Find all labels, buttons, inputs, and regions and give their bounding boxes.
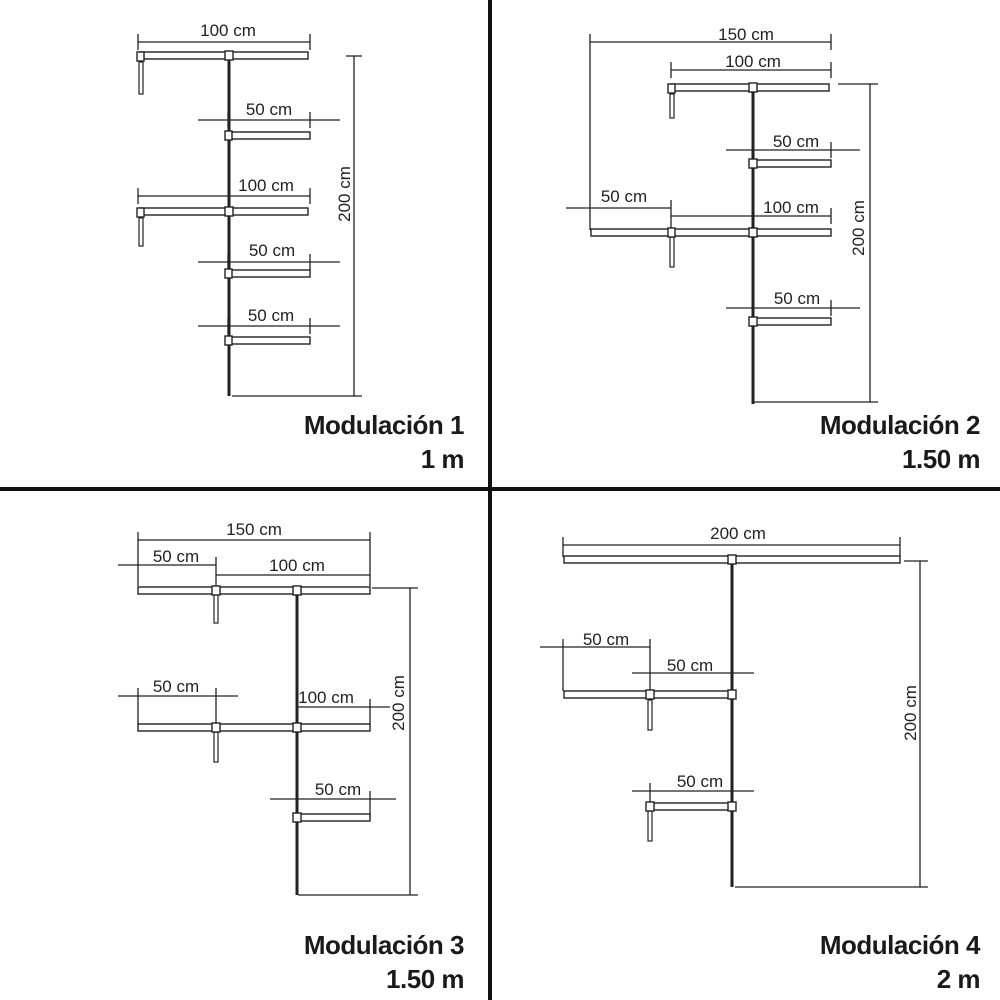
- label-shelf-4: 50 cm: [774, 289, 820, 308]
- shelf-2: [225, 131, 311, 140]
- label-mid-right: 100 cm: [298, 688, 354, 707]
- caption-title: Modulación 2: [819, 410, 981, 440]
- label-shelf-3-left: 50 cm: [601, 187, 647, 206]
- panel-modulacion-2: 150 cm 100 cm 50 cm 50 cm 100 cm 50 cm 2…: [492, 0, 1000, 487]
- dimension-lines: [540, 537, 928, 888]
- shelf-3: [139, 207, 309, 216]
- label-top-width: 100 cm: [725, 52, 781, 71]
- label-shelf-3: 100 cm: [238, 176, 294, 195]
- caption-width: 2 m: [936, 964, 981, 994]
- caption-title: Modulación 4: [819, 930, 981, 960]
- label-total-width: 150 cm: [718, 25, 774, 44]
- rails-and-shelves: [563, 554, 901, 887]
- caption-3: Modulación 3 1.50 m: [303, 928, 465, 996]
- panel-modulacion-3: 150 cm 50 cm 100 cm 50 cm 100 cm 50 cm 2…: [0, 491, 488, 1000]
- label-bottom: 50 cm: [315, 780, 361, 799]
- vertical-divider: [488, 0, 492, 1000]
- caption-1: Modulación 1 1 m: [303, 408, 465, 476]
- rails-and-shelves: [136, 50, 311, 396]
- label-height: 200 cm: [901, 685, 920, 741]
- label-shelf-4: 50 cm: [249, 241, 295, 260]
- label-top-left: 50 cm: [153, 547, 199, 566]
- shelf-top: [139, 51, 309, 60]
- label-right-shelf: 50 cm: [667, 656, 713, 675]
- caption-width: 1 m: [420, 444, 465, 474]
- shelf-diagram-2: 150 cm 100 cm 50 cm 50 cm 100 cm 50 cm 2…: [566, 25, 878, 404]
- label-shelf-2: 50 cm: [246, 100, 292, 119]
- horizontal-divider: [0, 487, 1000, 491]
- label-height: 200 cm: [849, 200, 868, 256]
- panel-modulacion-4: 200 cm 50 cm 50 cm 50 cm 200 cm Modulaci…: [492, 491, 1000, 1000]
- shelf-diagram-3: 150 cm 50 cm 100 cm 50 cm 100 cm 50 cm 2…: [118, 520, 418, 896]
- caption-title: Modulación 3: [303, 930, 465, 960]
- label-shelf-5: 50 cm: [248, 306, 294, 325]
- shelf-diagram-4: 200 cm 50 cm 50 cm 50 cm 200 cm: [540, 524, 928, 888]
- caption-2: Modulación 2 1.50 m: [819, 408, 981, 476]
- label-height: 200 cm: [335, 166, 354, 222]
- label-bottom-shelf: 50 cm: [677, 772, 723, 791]
- label-mid-left: 50 cm: [153, 677, 199, 696]
- label-left-shelf: 50 cm: [583, 630, 629, 649]
- label-top-right: 100 cm: [269, 556, 325, 575]
- label-total-width: 150 cm: [226, 520, 282, 539]
- shelf-diagram-1: 100 cm 50 cm 100 cm 50 cm 50 cm 200 cm: [136, 21, 362, 397]
- caption-4: Modulación 4 2 m: [819, 928, 981, 996]
- panel-modulacion-1: 100 cm 50 cm 100 cm 50 cm 50 cm 200 cm M…: [0, 0, 488, 487]
- rails-and-shelves: [137, 585, 371, 895]
- label-shelf-3-right: 100 cm: [763, 198, 819, 217]
- label-top-width: 200 cm: [710, 524, 766, 543]
- rails-and-shelves: [590, 82, 832, 404]
- label-top-width: 100 cm: [200, 21, 256, 40]
- caption-width: 1.50 m: [386, 964, 464, 994]
- dimension-lines: [118, 532, 418, 896]
- caption-title: Modulación 1: [303, 410, 465, 440]
- label-height: 200 cm: [389, 675, 408, 731]
- label-shelf-2: 50 cm: [773, 132, 819, 151]
- caption-width: 1.50 m: [902, 444, 980, 474]
- shelf-4: [225, 269, 311, 278]
- shelf-5: [225, 336, 311, 345]
